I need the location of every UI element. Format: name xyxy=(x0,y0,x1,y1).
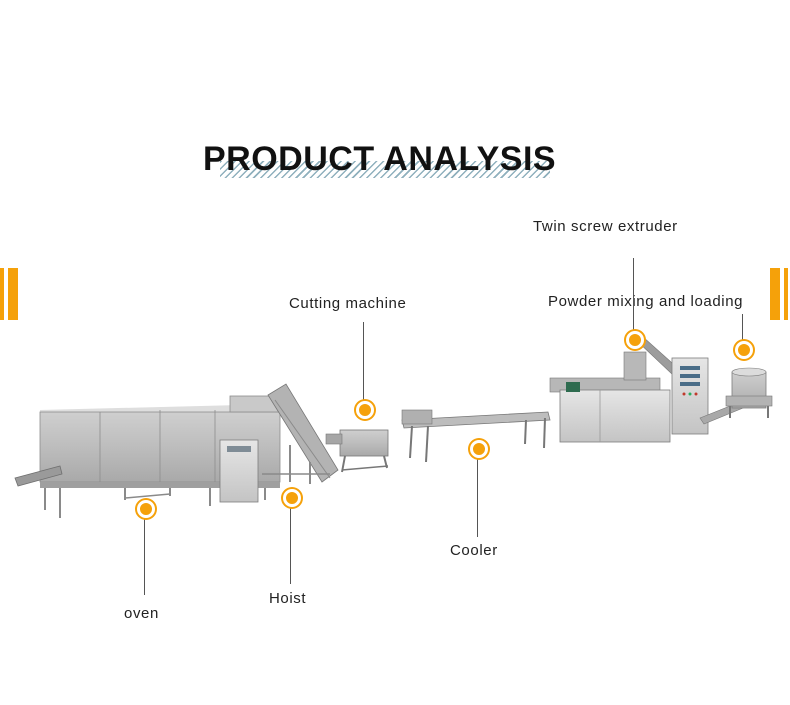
twin-screw-extruder-machine xyxy=(549,335,709,443)
cutting-machine xyxy=(325,429,389,473)
title-underline xyxy=(220,161,550,178)
twin-screw-extruder-marker xyxy=(626,331,644,349)
oven-marker xyxy=(137,500,155,518)
powder-mixing-marker xyxy=(735,341,753,359)
oven-machine xyxy=(14,395,281,518)
cutting-machine-marker xyxy=(356,401,374,419)
powder-mixing-leader xyxy=(742,314,743,348)
cooler-label: Cooler xyxy=(450,542,498,559)
twin-screw-extruder-label: Twin screw extruder xyxy=(533,218,678,235)
powder-mixing-label: Powder mixing and loading xyxy=(548,293,744,310)
cooler-machine xyxy=(401,409,551,463)
hoist-label: Hoist xyxy=(269,590,307,607)
left-edge-marker xyxy=(0,268,18,320)
hoist-machine xyxy=(262,383,339,484)
twin-screw-extruder-leader xyxy=(633,258,634,338)
powder-mixer-machine xyxy=(699,367,773,425)
hoist-leader xyxy=(290,496,291,584)
page-title: PRODUCT ANALYSIS xyxy=(203,140,557,178)
oven-label: oven xyxy=(124,605,159,622)
cooler-marker xyxy=(470,440,488,458)
hoist-marker xyxy=(283,489,301,507)
cutting-machine-label: Cutting machine xyxy=(289,295,407,312)
cutting-machine-leader xyxy=(363,322,364,408)
oven-leader xyxy=(144,507,145,595)
cooler-leader xyxy=(477,447,478,537)
right-edge-marker xyxy=(770,268,788,320)
